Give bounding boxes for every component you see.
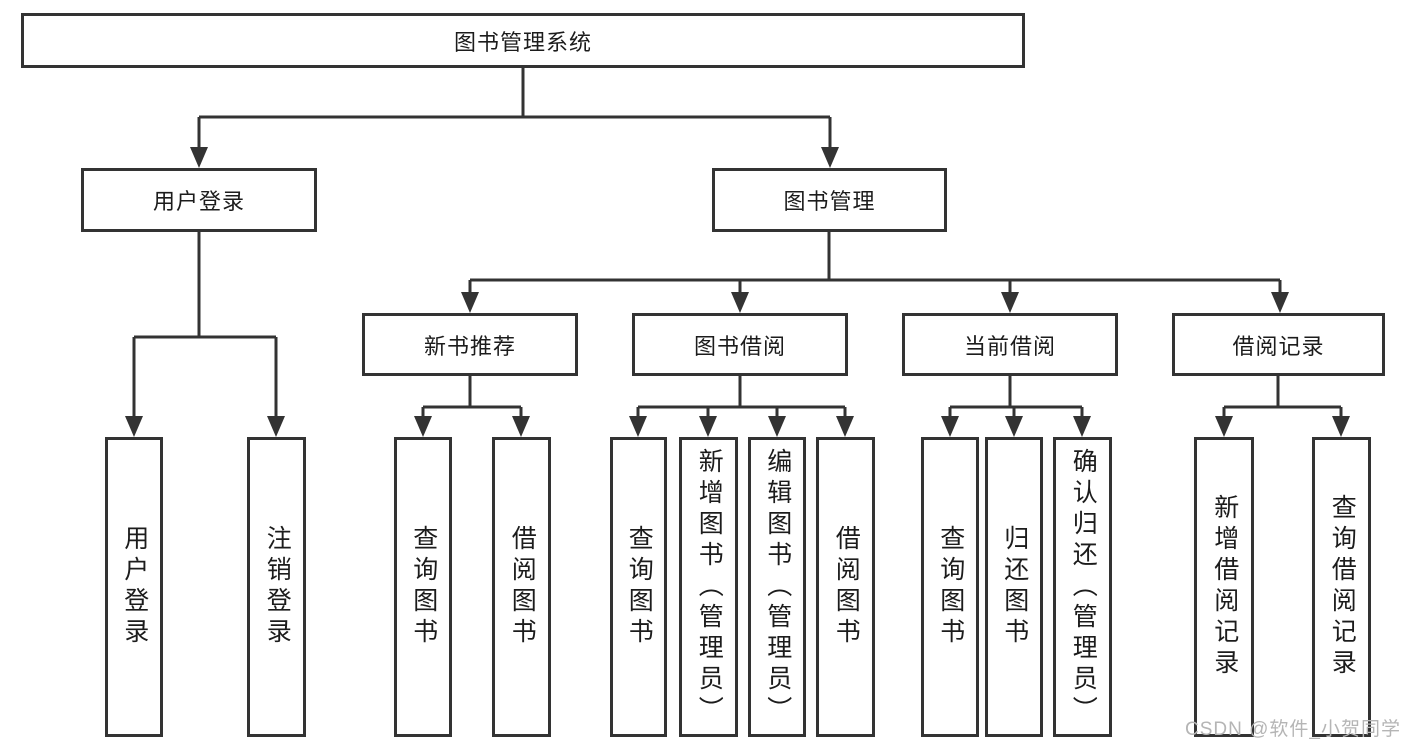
node-library-management-system: 图书管理系统 bbox=[21, 13, 1025, 68]
leaf-edit-books-admin: 编辑图书（管理员） bbox=[748, 437, 806, 737]
node-new-book-recommendation: 新书推荐 bbox=[362, 313, 578, 376]
leaf-query-books-current: 查询图书 bbox=[921, 437, 979, 737]
node-borrowing-records: 借阅记录 bbox=[1172, 313, 1385, 376]
node-book-management: 图书管理 bbox=[712, 168, 947, 232]
leaf-query-borrow-record: 查询借阅记录 bbox=[1312, 437, 1371, 737]
leaf-query-books-recommend: 查询图书 bbox=[394, 437, 452, 737]
leaf-confirm-return-admin: 确认归还（管理员） bbox=[1053, 437, 1112, 737]
node-book-borrowing: 图书借阅 bbox=[632, 313, 848, 376]
node-user-login: 用户登录 bbox=[81, 168, 317, 232]
leaf-logout: 注销登录 bbox=[247, 437, 306, 737]
leaf-borrow-books-recommend: 借阅图书 bbox=[492, 437, 551, 737]
node-current-borrowing: 当前借阅 bbox=[902, 313, 1118, 376]
leaf-borrow-books: 借阅图书 bbox=[816, 437, 875, 737]
leaf-return-books: 归还图书 bbox=[985, 437, 1043, 737]
csdn-watermark: CSDN @软件_小贺同学 bbox=[1185, 719, 1401, 740]
leaf-query-books-borrow: 查询图书 bbox=[610, 437, 667, 737]
leaf-add-borrow-record: 新增借阅记录 bbox=[1194, 437, 1254, 737]
leaf-add-books-admin: 新增图书（管理员） bbox=[679, 437, 738, 737]
leaf-user-login: 用户登录 bbox=[105, 437, 163, 737]
